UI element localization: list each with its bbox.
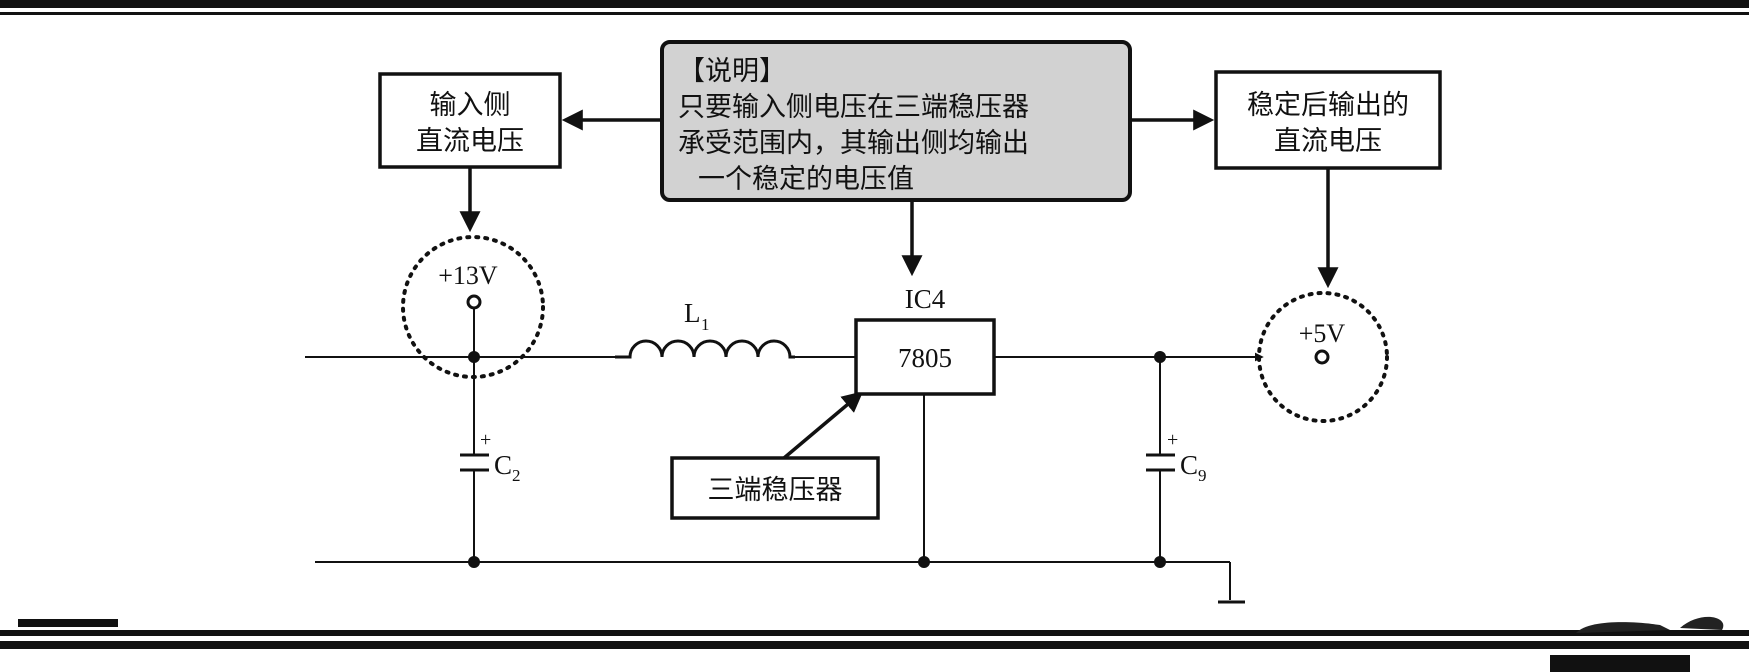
c9-subscript: 9 <box>1198 466 1207 485</box>
inductor-subscript: 1 <box>701 315 710 334</box>
regulator-callout: 三端稳压器 <box>670 456 880 520</box>
regulator-label: 三端稳压器 <box>708 475 843 506</box>
capacitor-c9: + C 9 <box>1146 429 1207 485</box>
capacitor-c2: + C 2 <box>460 429 521 485</box>
input-label-line-1: 输入侧 <box>430 90 511 121</box>
note-line-1: 只要输入侧电压在三端稳压器 <box>678 92 1029 123</box>
output-label-line-2: 直流电压 <box>1274 126 1382 157</box>
c2-plus-sign: + <box>480 429 491 451</box>
note-line-2: 承受范围内，其输出侧均输出 <box>678 128 1029 159</box>
circuit-wires <box>305 302 1264 604</box>
output-voltage-callout: 稳定后输出的 直流电压 <box>1214 70 1442 170</box>
ic-reference: IC4 <box>905 284 946 314</box>
ic-part-number: 7805 <box>898 343 952 373</box>
input-voltage-value: +13V <box>438 261 498 290</box>
input-voltage-node: +13V <box>401 235 545 379</box>
note-title: 【说明】 <box>678 56 786 87</box>
input-label-line-2: 直流电压 <box>416 126 524 157</box>
c2-subscript: 2 <box>512 466 521 485</box>
arrow-to-regulator <box>782 391 864 460</box>
inductor-l1: L 1 <box>615 298 795 359</box>
note-line-3: 一个稳定的电压值 <box>698 164 914 195</box>
callout-arrows <box>459 109 1339 460</box>
output-voltage-value: +5V <box>1299 319 1346 348</box>
input-voltage-callout: 输入侧 直流电压 <box>378 72 562 169</box>
inductor-label: L <box>684 298 701 328</box>
junction-nodes <box>468 351 1166 568</box>
c9-plus-sign: + <box>1167 429 1178 451</box>
output-label-line-1: 稳定后输出的 <box>1247 90 1409 121</box>
output-voltage-node: +5V <box>1257 291 1389 423</box>
c2-label: C <box>494 450 512 480</box>
explanation-note: 【说明】 只要输入侧电压在三端稳压器 承受范围内，其输出侧均输出 一个稳定的电压… <box>660 40 1132 202</box>
ic-7805: 7805 IC4 <box>854 284 996 396</box>
c9-label: C <box>1180 450 1198 480</box>
